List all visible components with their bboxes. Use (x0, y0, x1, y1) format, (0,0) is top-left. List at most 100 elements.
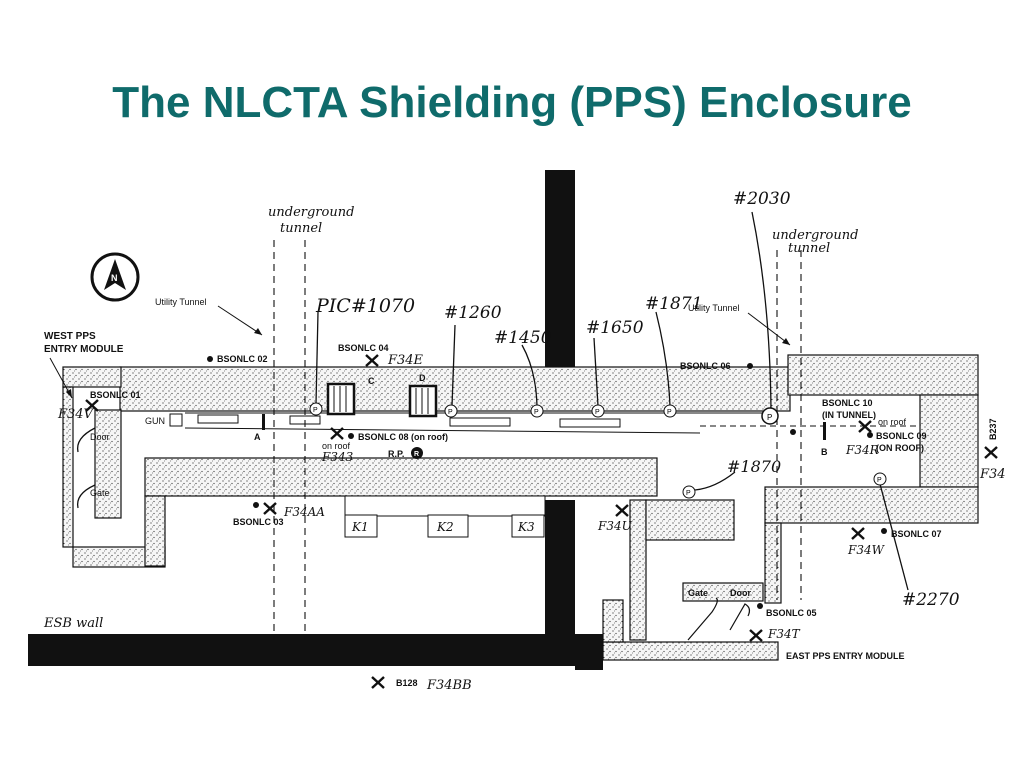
k3-box (511, 514, 545, 538)
p-marker-1650-letter: P (595, 409, 600, 416)
bsonlc10-label: BSONLC 10 (822, 398, 873, 408)
east-gate-label: Gate (688, 588, 708, 598)
compass-letter: N (111, 273, 118, 283)
k3-label: K3 (517, 520, 535, 534)
page-title: The NLCTA Shielding (PPS) Enclosure (112, 78, 912, 127)
underground-tunnel-right-label-1: underground (772, 228, 858, 243)
bsonlc06-dot (747, 363, 753, 369)
east-pps-label: EAST PPS ENTRY MODULE (786, 651, 905, 661)
central-black-wall-top (545, 170, 575, 368)
bsonlc06-label: BSONLC 06 (680, 361, 731, 371)
n1450-label: #1450 (494, 328, 552, 348)
n1870-label: #1870 (727, 457, 781, 476)
p-marker-1870: P (682, 471, 736, 499)
x-marker-f34t (749, 629, 763, 642)
p-marker-1870-letter: P (686, 490, 691, 497)
bsonlc04-label: BSONLC 04 (338, 343, 389, 353)
bsonlc03-dot (253, 502, 259, 508)
f34w-label: F34W (847, 543, 886, 557)
bsonlc07-dot (881, 528, 887, 534)
bsonlc09-dot (867, 432, 873, 438)
f34aa-label: F34AA (283, 505, 325, 519)
east-gate-door-block (682, 582, 764, 602)
p-marker-2030-letter: P (767, 413, 772, 422)
gun-box (169, 413, 183, 427)
beam-line-bottom (184, 427, 701, 434)
k2-label: K2 (436, 520, 454, 534)
underground-tunnel-left-label-2: tunnel (280, 221, 322, 236)
f34-label: F34 (979, 467, 1006, 482)
bsonlc01-label: BSONLC 01 (90, 390, 141, 400)
p-marker-1260-letter: P (448, 409, 453, 416)
point-a-label: A (254, 432, 261, 442)
bsonlc02-label: BSONLC 02 (217, 354, 268, 364)
point-a-bar (262, 414, 265, 430)
f34r-label: F34R (845, 443, 879, 457)
utility-tunnel-left-arrow (217, 305, 263, 336)
f34t-label: F34T (767, 627, 801, 641)
east-gate-swing (687, 597, 718, 641)
p-marker-1070: P (309, 311, 323, 416)
east-module-north (787, 354, 979, 396)
east-door-swing (729, 603, 751, 631)
gun-label: GUN (145, 416, 165, 426)
p-marker-2270-letter: P (877, 477, 882, 484)
k2-box (427, 514, 469, 538)
west-module-wall-left (62, 386, 74, 548)
k-bay-outline (344, 495, 546, 517)
west-module-inner (94, 409, 122, 519)
bsonlc05-dot (757, 603, 763, 609)
underground-tunnel-right (776, 250, 802, 600)
bsonlc08-dot (348, 433, 354, 439)
east-south-block (764, 486, 979, 524)
pic1070-label: PIC#1070 (315, 295, 415, 317)
north-compass-icon: N (90, 252, 140, 302)
utility-tunnel-right-label: Utility Tunnel (688, 303, 740, 313)
b237-label: B237 (988, 418, 998, 440)
esb-wall-end (575, 640, 603, 670)
utility-tunnel-right-arrow (747, 312, 791, 346)
east-module-right (919, 394, 979, 488)
point-b-label: B (821, 447, 828, 457)
esb-wall-label: ESB wall (43, 616, 103, 631)
k1-box (344, 514, 378, 538)
f343-label: F343 (321, 450, 354, 464)
bsonlc02-dot (207, 356, 213, 362)
p-marker-1450-letter: P (534, 409, 539, 416)
x-marker-f34w (851, 527, 865, 540)
f34v-label: F34V (57, 407, 95, 422)
x-marker-f34e (365, 354, 379, 367)
n1650-label: #1650 (586, 318, 644, 338)
x-marker-f34aa (263, 502, 277, 515)
p-marker-2270: P (873, 472, 909, 591)
bsonlc10-sub: (IN TUNNEL) (822, 410, 876, 420)
underground-tunnel-left (273, 240, 306, 640)
bsonlc05-label: BSONLC 05 (766, 608, 817, 618)
p-marker-1871-letter: P (667, 409, 672, 416)
x-marker-f34v (85, 399, 99, 412)
underground-tunnel-right-label-2: tunnel (788, 241, 830, 256)
f34u-label: F34U (597, 519, 633, 533)
f34bb-label: F34BB (426, 678, 472, 693)
p-marker-2030: P (751, 211, 779, 425)
station-c-box (326, 382, 356, 416)
p-marker-1260: P (444, 324, 458, 418)
west-pps-label-1: WEST PPS (44, 331, 96, 342)
rp-label: R.P. (388, 449, 404, 459)
west-door-arc (76, 427, 96, 453)
p-marker-1450: P (521, 344, 544, 418)
east-lower-leg (764, 522, 782, 604)
bsonlc10-dot (790, 429, 796, 435)
x-marker-f34u (615, 504, 629, 517)
x-marker-f343 (330, 427, 344, 440)
east-lower-shelf (645, 499, 735, 541)
bsonlc09-label: BSONLC 09 (876, 431, 927, 441)
bsonlc07-label: BSONLC 07 (891, 529, 942, 539)
west-pps-label-2: ENTRY MODULE (44, 344, 124, 355)
east-entry-bottom (602, 641, 779, 661)
point-d-label: D (419, 373, 426, 383)
f34e-label: F34E (387, 353, 424, 368)
station-d-box (408, 384, 438, 418)
x-marker-b128 (371, 676, 385, 689)
p-marker-1070-letter: P (313, 407, 318, 414)
